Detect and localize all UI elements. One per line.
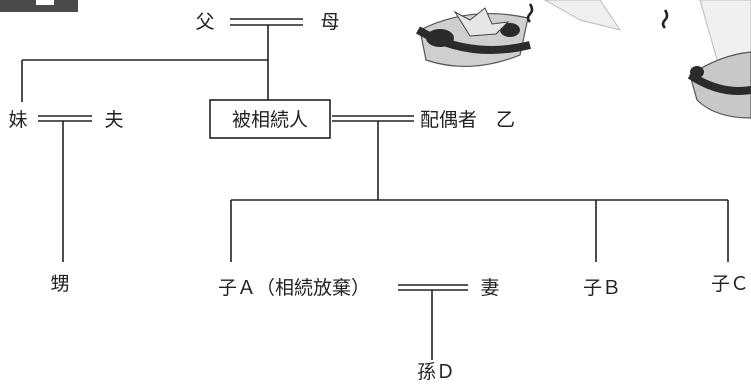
nephew-label: 甥 bbox=[50, 273, 69, 295]
mother-label: 母 bbox=[320, 11, 339, 33]
child-a-label: 子Ａ（相続放棄） bbox=[218, 277, 370, 299]
relationship-lines bbox=[21, 18, 729, 360]
balance-scale-illustration bbox=[416, 0, 751, 119]
father-label: 父 bbox=[195, 11, 214, 33]
spouse-label: 配偶者 乙 bbox=[420, 109, 515, 131]
wife-label: 妻 bbox=[480, 277, 499, 299]
sister-label: 妹 bbox=[8, 109, 27, 131]
header-badge bbox=[0, 0, 78, 12]
husband-label: 夫 bbox=[104, 109, 123, 131]
decedent-label: 被相続人 bbox=[232, 109, 308, 131]
decedent-box bbox=[209, 99, 331, 139]
grandchild-d-label: 孫Ｄ bbox=[417, 361, 455, 383]
child-c-label: 子Ｃ bbox=[711, 273, 749, 295]
child-b-label: 子Ｂ bbox=[583, 277, 621, 299]
